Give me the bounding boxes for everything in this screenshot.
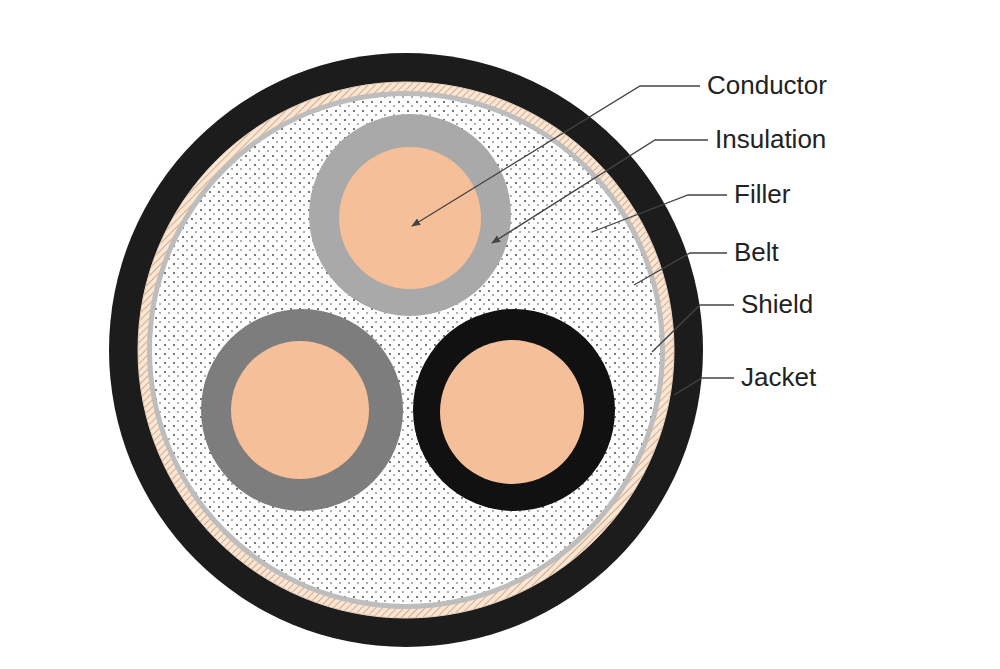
filler-area xyxy=(152,96,660,604)
insulation-ring xyxy=(309,114,511,316)
leader-line xyxy=(634,253,727,285)
jacket-ring xyxy=(109,53,703,647)
leader-line xyxy=(652,305,734,352)
part-label: Filler xyxy=(734,179,790,209)
belt-ring xyxy=(147,91,665,609)
insulation-ring xyxy=(413,309,615,511)
leader-line xyxy=(674,378,734,395)
part-label: Insulation xyxy=(715,124,826,154)
part-label: Conductor xyxy=(707,70,827,100)
conductor-core xyxy=(231,341,369,479)
leader-line xyxy=(412,86,700,226)
part-label: Shield xyxy=(741,289,813,319)
part-label: Belt xyxy=(734,237,779,267)
insulation-ring xyxy=(201,309,403,511)
conductor-core xyxy=(339,147,481,289)
leader-line xyxy=(592,195,727,232)
part-label: Jacket xyxy=(741,362,816,392)
leader-line xyxy=(492,140,708,243)
shield-ring xyxy=(138,82,674,618)
conductor-core xyxy=(440,340,584,484)
